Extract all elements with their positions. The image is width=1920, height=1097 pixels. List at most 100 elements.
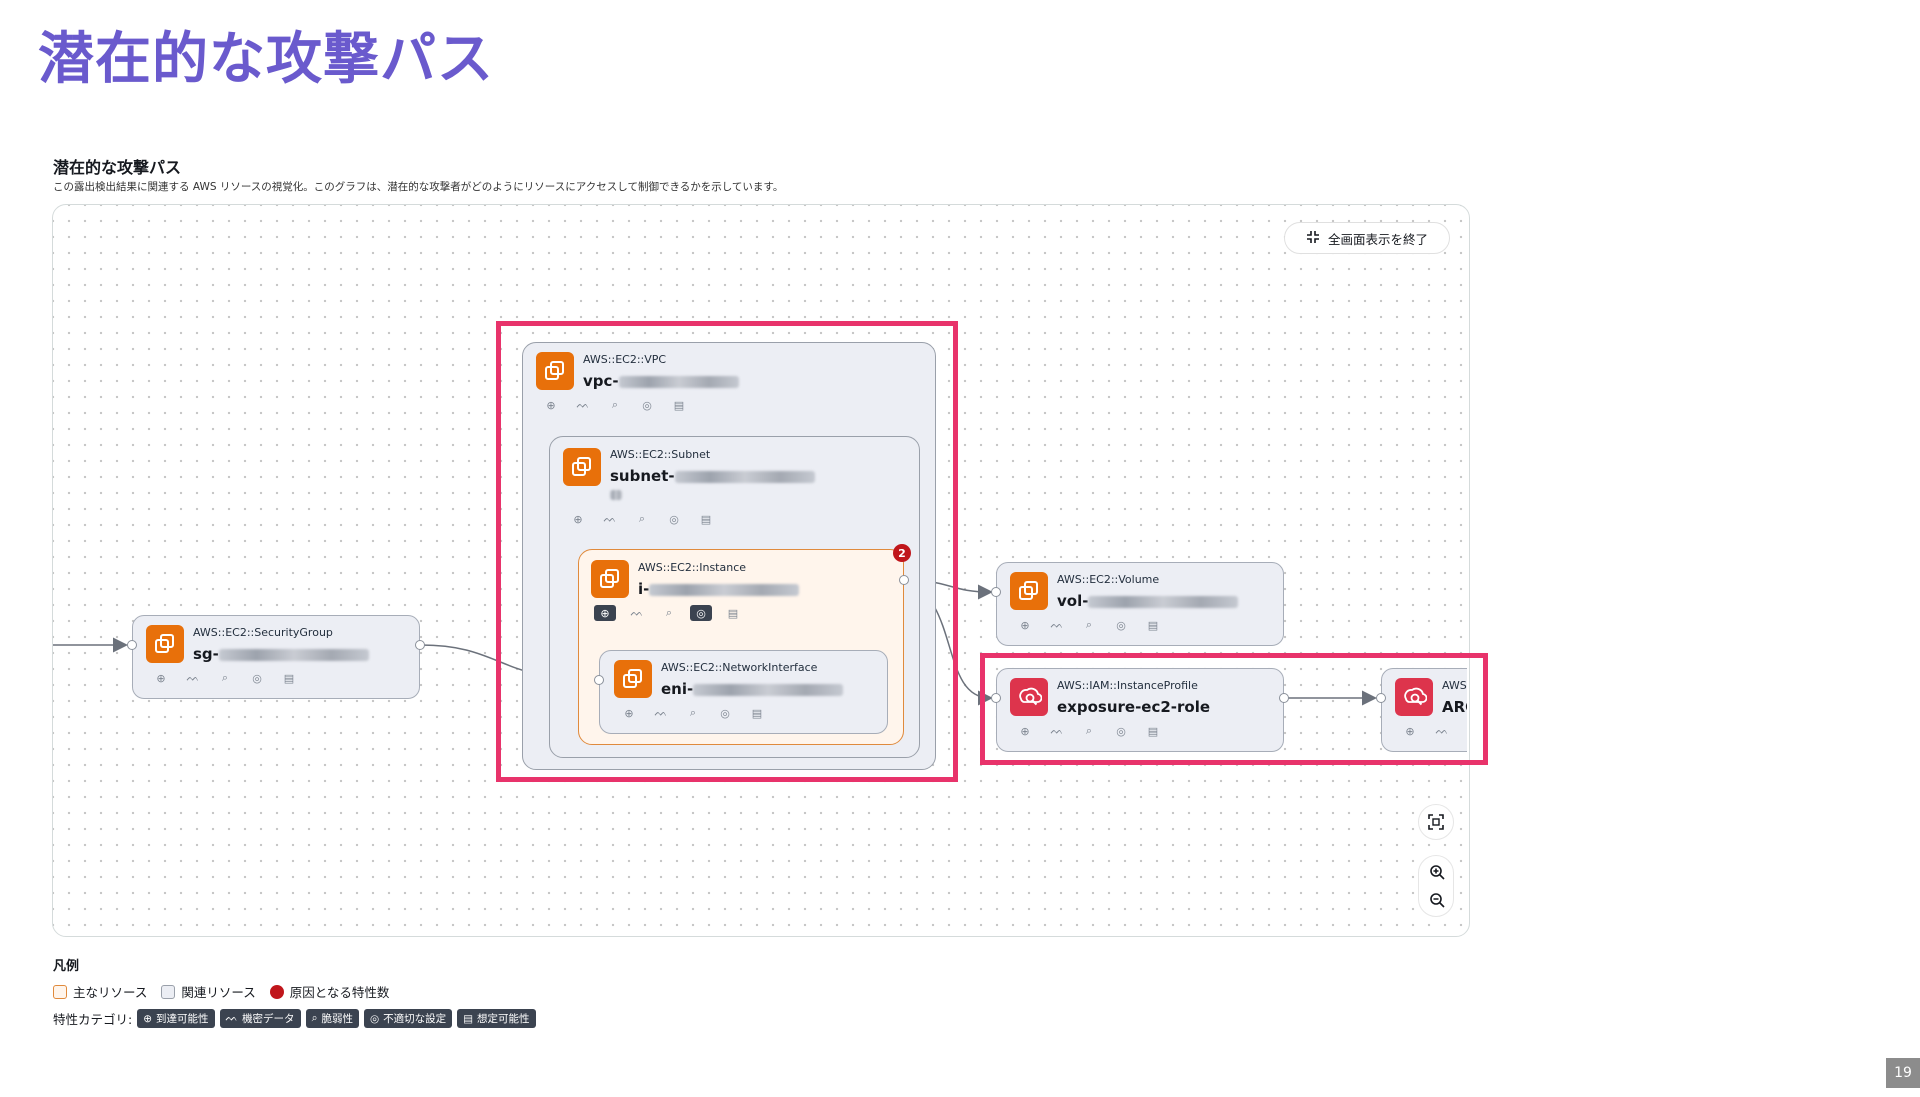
gear-icon: ◎ — [369, 1012, 380, 1025]
globe-icon: ⊕ — [1405, 724, 1415, 738]
role-trait-icons: ⊕ᨓ — [1399, 723, 1453, 739]
data-icon: ᨓ — [654, 706, 668, 719]
collapse-icon — [1306, 230, 1320, 247]
panel-description: この露出検出結果に関連する AWS リソースの視覚化。このグラフは、潜在的な攻撃… — [53, 181, 784, 193]
id-card-icon: ▤ — [700, 512, 712, 526]
magnify-icon: ⌕ — [611, 398, 619, 411]
id-card-icon: ▤ — [1147, 618, 1159, 632]
id-card-icon: ▤ — [283, 671, 295, 685]
magnify-icon: ⌕ — [689, 706, 697, 719]
related-resource-swatch — [161, 984, 176, 999]
ec2-security-group-icon — [146, 625, 184, 663]
panel-title: 潜在的な攻撃パス — [53, 158, 182, 177]
security-group-port-out — [415, 640, 425, 650]
magnify-icon: ⌕ — [665, 606, 673, 619]
category-reachability: ⊕到達可能性 — [137, 1009, 215, 1028]
security-group-type: AWS::EC2::SecurityGroup — [193, 626, 333, 639]
exit-fullscreen-button[interactable]: 全画面表示を終了 — [1284, 222, 1450, 254]
vpc-type: AWS::EC2::VPC — [583, 353, 667, 366]
zoom-out-icon — [1430, 893, 1445, 908]
id-card-icon: ▤ — [1147, 724, 1159, 738]
globe-icon: ⊕ — [546, 398, 556, 412]
category-vulnerability: ⌕脆弱性 — [305, 1009, 359, 1028]
ec2-subnet-icon — [563, 448, 601, 486]
instance-profile-port-in — [991, 693, 1001, 703]
globe-icon: ⊕ — [594, 605, 616, 621]
instance-trait-icons: ⊕ᨓ⌕◎▤ — [594, 605, 744, 621]
role-port-in — [1376, 693, 1386, 703]
globe-icon: ⊕ — [1020, 724, 1030, 738]
legend-row: 主なリソース 関連リソース 原因となる特性数 — [53, 982, 389, 1001]
role-node-clip: AWS: ARC ⊕ᨓ — [1375, 660, 1467, 760]
highlight-box-iam — [980, 653, 1488, 765]
gear-icon: ◎ — [669, 512, 679, 526]
vpc-name: vpc- — [583, 372, 739, 390]
eni-trait-icons: ⊕ᨓ⌕◎▤ — [618, 705, 768, 721]
trait-count-badge: 2 — [893, 544, 911, 562]
ec2-instance-icon — [591, 560, 629, 598]
instance-profile-port-out — [1279, 693, 1289, 703]
zoom-controls — [1418, 855, 1454, 917]
category-label: 特性カテゴリ: — [53, 1012, 133, 1027]
legend-related-resource: 関連リソース — [161, 982, 256, 1001]
globe-icon: ⊕ — [1020, 618, 1030, 632]
id-card-icon: ▤ — [463, 1012, 474, 1025]
fit-view-icon — [1428, 814, 1444, 830]
magnify-icon: ⌕ — [638, 512, 646, 525]
legend-title: 凡例 — [53, 959, 80, 974]
fit-view-button[interactable] — [1418, 804, 1454, 840]
zoom-in-button[interactable] — [1419, 858, 1455, 886]
volume-trait-icons: ⊕ᨓ⌕◎▤ — [1014, 617, 1164, 633]
globe-icon: ⊕ — [143, 1012, 153, 1025]
exit-fullscreen-label: 全画面表示を終了 — [1327, 231, 1428, 247]
id-card-icon: ▤ — [751, 706, 763, 720]
magnify-icon: ⌕ — [1085, 618, 1093, 631]
subnet-name: subnet- — [610, 467, 815, 485]
category-misconfiguration: ◎不適切な設定 — [363, 1009, 453, 1028]
gear-icon: ◎ — [252, 671, 262, 685]
volume-type: AWS::EC2::Volume — [1057, 573, 1160, 586]
ec2-eni-icon — [614, 660, 652, 698]
gear-icon: ◎ — [690, 605, 712, 621]
gear-icon: ◎ — [642, 398, 652, 412]
eni-port-in — [594, 675, 604, 685]
data-icon: ᨓ — [603, 512, 617, 525]
gear-icon: ◎ — [1116, 724, 1126, 738]
category-assumability: ▤想定可能性 — [457, 1009, 536, 1028]
role-type: AWS: — [1442, 679, 1467, 692]
eni-type: AWS::EC2::NetworkInterface — [661, 661, 818, 674]
instance-profile-trait-icons: ⊕ᨓ⌕◎▤ — [1014, 723, 1164, 739]
volume-port-in — [991, 587, 1001, 597]
globe-icon: ⊕ — [156, 671, 166, 685]
legend-main-resource: 主なリソース — [53, 982, 147, 1001]
instance-profile-type: AWS::IAM::InstanceProfile — [1057, 679, 1198, 692]
instance-type: AWS::EC2::Instance — [638, 561, 747, 574]
globe-icon: ⊕ — [573, 512, 583, 526]
id-card-icon: ▤ — [727, 606, 739, 620]
security-group-name: sg- — [193, 645, 369, 663]
highlight-box-vpc — [496, 321, 958, 782]
zoom-in-icon — [1430, 865, 1445, 880]
globe-icon: ⊕ — [624, 706, 634, 720]
page-number: 19 — [1886, 1058, 1920, 1088]
data-icon: ᨓ — [1050, 618, 1064, 631]
main-resource-swatch — [53, 984, 67, 999]
role-name: ARC — [1442, 698, 1467, 716]
instance-port-out — [899, 575, 909, 585]
magnify-icon: ⌕ — [1085, 724, 1093, 737]
data-icon: ᨓ — [186, 671, 200, 684]
ec2-vpc-icon — [536, 352, 574, 390]
instance-profile-name: exposure-ec2-role — [1057, 698, 1211, 716]
iam-instance-profile-icon — [1010, 678, 1048, 716]
zoom-out-button[interactable] — [1419, 886, 1455, 914]
slide-title: 潜在的な攻撃パス — [38, 27, 494, 92]
iam-role-icon — [1395, 678, 1433, 716]
data-icon: ᨓ — [1435, 724, 1449, 737]
subnet-name-overflow — [610, 490, 622, 500]
data-icon: ᨓ — [225, 1012, 239, 1024]
volume-name: vol- — [1057, 592, 1239, 610]
magnify-icon: ⌕ — [311, 1012, 318, 1024]
